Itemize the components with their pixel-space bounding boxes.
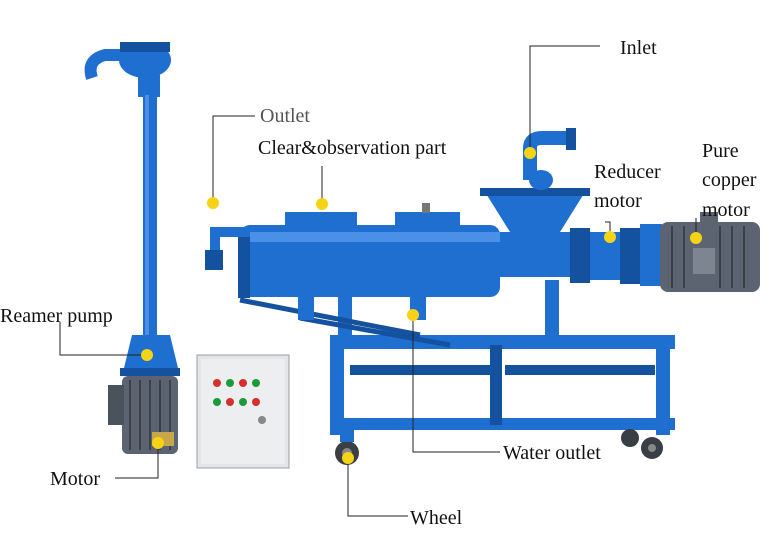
label-pure-line3: motor: [702, 199, 750, 221]
main-motor-icon: [640, 212, 760, 292]
pure-copper-marker: [690, 232, 702, 244]
reamer-pump-marker: [141, 349, 153, 361]
label-reamer-pump: Reamer pump: [0, 305, 113, 327]
label-reducer-line1: Reducer: [594, 161, 661, 183]
label-pure-line2: copper: [702, 170, 757, 190]
label-reducer-line2: motor: [594, 190, 642, 212]
screw-barrel: [205, 203, 640, 320]
label-inlet: Inlet: [620, 37, 657, 59]
label-wheel: Wheel: [410, 507, 463, 529]
outlet-marker: [207, 197, 219, 209]
label-pure-line1: Pure: [702, 140, 739, 162]
label-water-outlet: Water outlet: [503, 442, 601, 464]
wheel-icon: [335, 429, 663, 465]
control-panel-icon: [196, 354, 290, 469]
label-motor: Motor: [50, 468, 100, 490]
label-outlet: Outlet: [260, 105, 310, 127]
motor-marker: [152, 437, 164, 449]
reducer-marker: [604, 231, 616, 243]
water-outlet-marker: [407, 309, 419, 321]
machine-frame: [239, 280, 675, 435]
inlet-hopper: [480, 128, 590, 240]
wheel-marker: [342, 452, 354, 464]
reamer-pump-assembly: [84, 42, 180, 376]
observation-marker: [316, 198, 328, 210]
leader-lines: [59, 45, 697, 517]
label-clear-observation: Clear&observation part: [258, 137, 447, 159]
markers: [141, 147, 702, 464]
pump-motor-icon: [108, 376, 178, 454]
inlet-marker: [524, 147, 536, 159]
